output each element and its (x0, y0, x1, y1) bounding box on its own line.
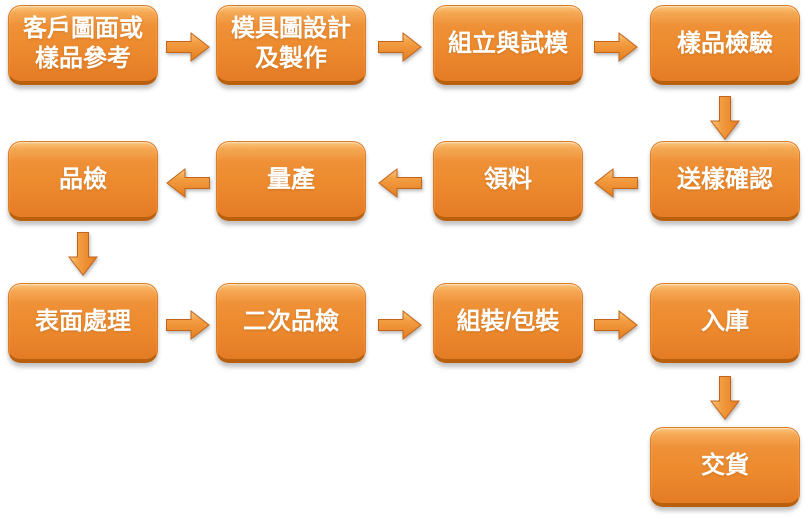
flow-step-mold-design: 模具圖設計 及製作 (216, 5, 366, 85)
flow-step-assembly-trial: 組立與試模 (433, 5, 583, 85)
flow-step-delivery: 交貨 (650, 427, 800, 507)
flow-step-mass-production: 量產 (216, 141, 366, 221)
flow-step-sample-inspection: 樣品檢驗 (650, 5, 800, 85)
flow-step-sample-confirm: 送樣確認 (650, 141, 800, 221)
flow-step-surface-treatment: 表面處理 (8, 283, 158, 363)
arrow-right-icon (594, 30, 638, 64)
arrow-left-icon (594, 166, 638, 200)
arrow-down-icon (708, 96, 742, 140)
arrow-left-icon (166, 166, 210, 200)
arrow-right-icon (378, 30, 422, 64)
flow-step-warehousing: 入庫 (650, 283, 800, 363)
arrow-left-icon (378, 166, 422, 200)
arrow-down-icon (66, 232, 100, 276)
arrow-right-icon (594, 308, 638, 342)
flow-step-second-quality-check: 二次品檢 (216, 283, 366, 363)
arrow-right-icon (378, 308, 422, 342)
arrow-right-icon (166, 308, 210, 342)
flow-step-customer-drawing: 客戶圖面或 樣品參考 (8, 5, 158, 85)
arrow-down-icon (708, 376, 742, 420)
arrow-right-icon (166, 30, 210, 64)
flow-step-assembly-packing: 組裝/包裝 (433, 283, 583, 363)
flow-step-material-pickup: 領料 (433, 141, 583, 221)
flow-step-quality-check: 品檢 (8, 141, 158, 221)
